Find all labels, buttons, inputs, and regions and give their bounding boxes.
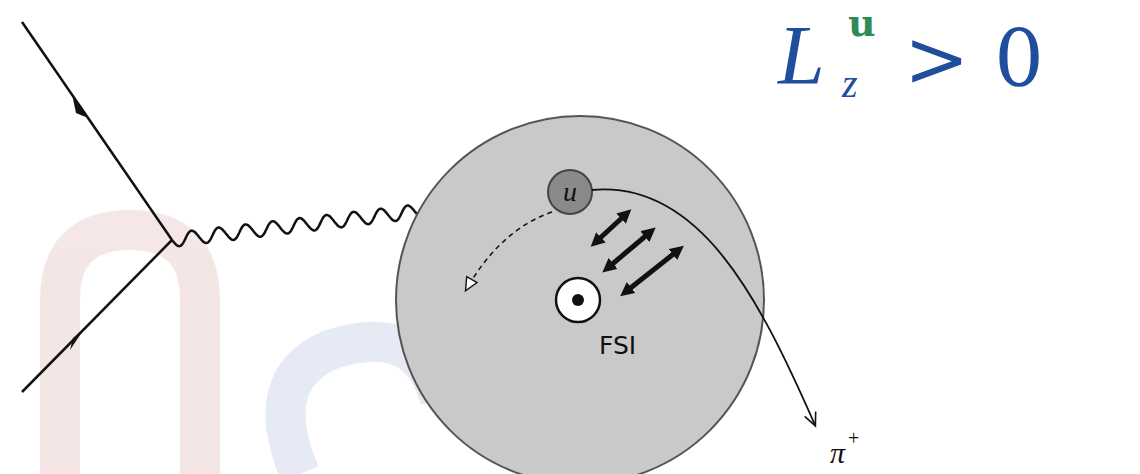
formula-superscript: u xyxy=(848,4,876,42)
fermion-arrow xyxy=(72,94,88,118)
formula-subscript: z xyxy=(842,64,858,104)
dashed-arrow xyxy=(466,212,552,290)
fermion-line xyxy=(22,22,172,240)
quark-label: u xyxy=(563,178,577,206)
fermion-arrow xyxy=(70,329,84,350)
hadron-circle: FSI u xyxy=(395,115,765,474)
formula-symbol: L xyxy=(778,14,825,98)
fermion-line xyxy=(22,240,172,392)
spin-symbol xyxy=(556,278,600,322)
outgoing-quark-path xyxy=(592,189,815,425)
formula-relation: > 0 xyxy=(904,20,1044,98)
interaction-arrows xyxy=(598,216,676,290)
quark-circle: u xyxy=(547,169,593,215)
watermark xyxy=(60,230,440,474)
particle-charge: + xyxy=(848,428,859,448)
particle-label: π xyxy=(830,438,845,468)
fsi-label: FSI xyxy=(599,331,636,360)
